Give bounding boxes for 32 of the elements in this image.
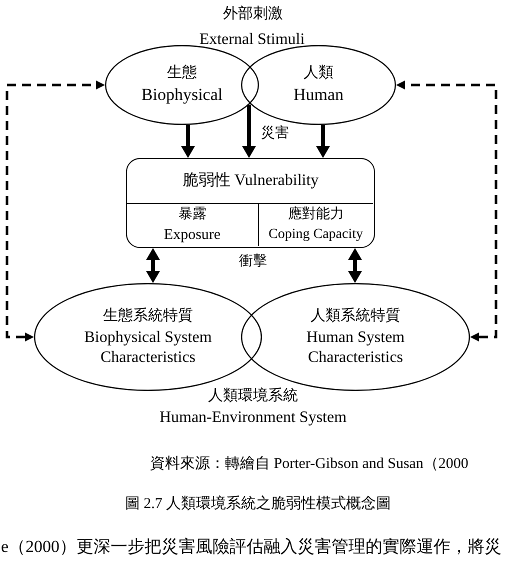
double-arrow — [348, 248, 362, 283]
group-title: 人類環境系統 — [208, 387, 298, 406]
arrow — [181, 124, 195, 158]
group-title: External Stimuli — [199, 30, 305, 50]
cell-label: Exposure — [164, 226, 221, 244]
rounded-box — [126, 158, 375, 248]
ellipse-label: Biophysical System Characteristics — [83, 328, 213, 368]
ellipse-label: 人類 — [304, 64, 334, 82]
cell-label: Coping Capacity — [268, 226, 363, 244]
table-cell — [127, 202, 258, 246]
box-heading: 脆弱性 Vulnerability — [182, 170, 319, 190]
ellipse — [105, 45, 259, 125]
dashed-double-arrow — [396, 80, 498, 342]
arrow-label: 衝擊 — [239, 253, 267, 270]
ellipse-label: 人類系統特質 — [310, 306, 400, 326]
arrow — [242, 104, 256, 158]
dashed-double-arrow — [6, 80, 105, 342]
ellipse — [241, 45, 396, 125]
group-title: Human-Environment System — [159, 408, 347, 428]
ellipse-label: Human System Characteristics — [305, 328, 406, 368]
ellipse-label: 生態 — [167, 64, 197, 82]
ellipse-label: Human — [293, 85, 344, 106]
arrow — [316, 124, 330, 158]
cell-label: 應對能力 — [288, 206, 344, 224]
figure-caption: 圖 2.7 人類環境系統之脆弱性模式概念圖 — [124, 495, 392, 514]
cell-label: 暴露 — [178, 206, 206, 223]
ellipse-label: 生態系統特質 — [103, 306, 193, 326]
body-text: e（2000）更深一步把災害風險評估融入災害管理的實際運作，將災 — [1, 536, 502, 558]
ellipse-label: Biophysical — [141, 85, 223, 106]
source-note: 資料來源：轉繪自 Porter-Gibson and Susan（2000 — [150, 455, 468, 474]
double-arrow — [146, 248, 160, 284]
group-title: 外部刺激 — [223, 5, 283, 24]
